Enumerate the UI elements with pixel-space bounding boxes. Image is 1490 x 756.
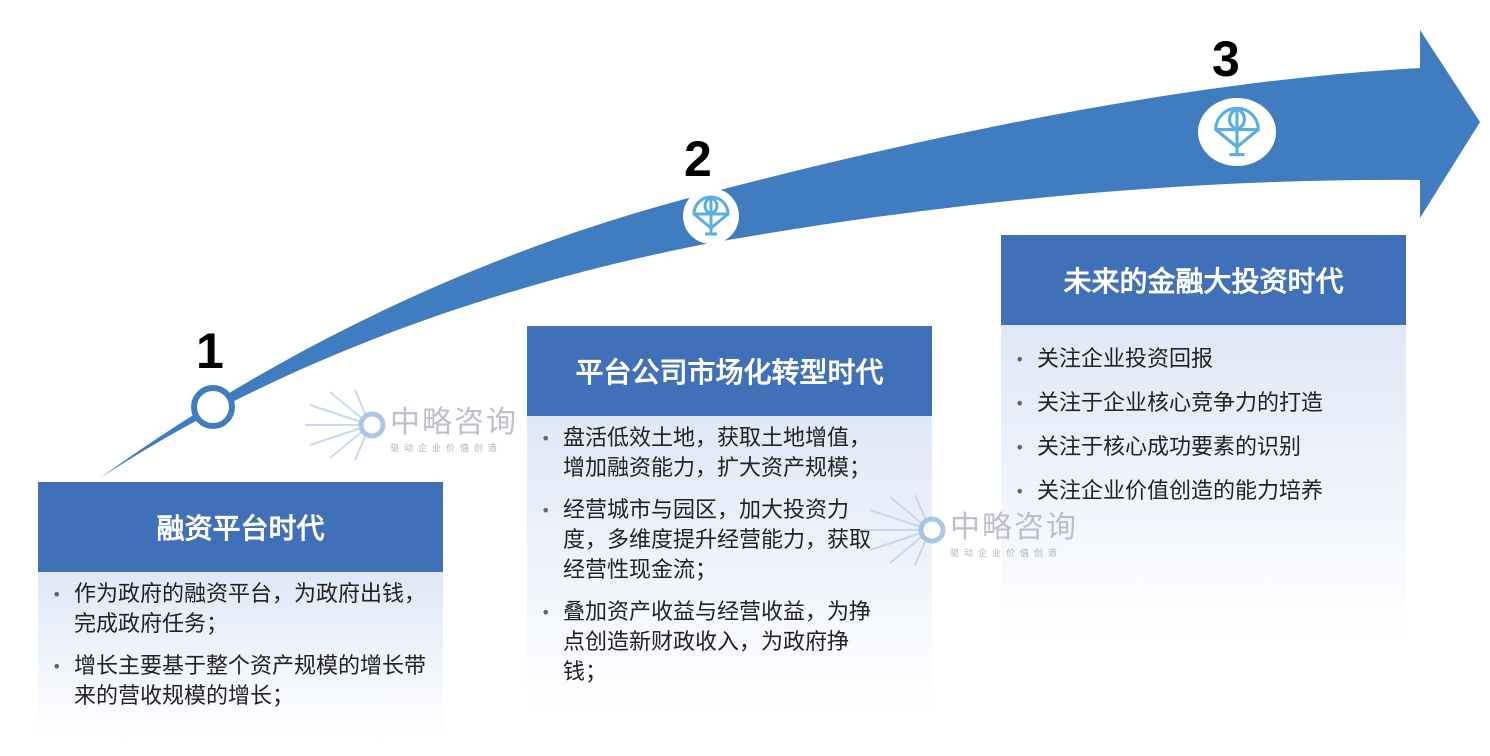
- bullet-item: 作为政府的融资平台，为政府出钱，完成政府任务；: [48, 580, 437, 640]
- bullet-item: 叠加资产收益与经营收益，为挣点创造新财政收入，为政府挣钱；: [537, 598, 926, 688]
- milestone-1-marker: [191, 385, 235, 429]
- bullet-item: 盘活低效土地，获取土地增值，增加融资能力，扩大资产规模；: [537, 424, 926, 484]
- watermark-logo: 中略咨询驱动企业价值创造: [860, 495, 1078, 565]
- watermark-slogan: 驱动企业价值创造: [950, 548, 1063, 559]
- stage-1-card: 融资平台时代 作为政府的融资平台，为政府出钱，完成政府任务； 增长主要基于整个资…: [38, 482, 443, 740]
- watermark-logo: 中略咨询驱动企业价值创造: [300, 390, 518, 460]
- milestone-number-2: 2: [684, 131, 712, 187]
- stage-3-card: 未来的金融大投资时代 关注企业投资回报 关注于企业核心竞争力的打造 关注于核心成…: [1001, 235, 1406, 645]
- stage-title: 融资平台时代: [38, 482, 443, 572]
- parachute-icon: [683, 188, 739, 244]
- parachute-icon: [1198, 98, 1276, 166]
- bullet-item: 关注于企业核心竞争力的打造: [1011, 389, 1400, 419]
- watermark-slogan: 驱动企业价值创造: [390, 443, 503, 454]
- bullet-item: 增长主要基于整个资产规模的增长带来的营收规模的增长；: [48, 652, 437, 712]
- milestone-number-1: 1: [196, 323, 224, 379]
- bullet-item: 经营城市与园区，加大投资力度，多维度提升经营能力，获取经营性现金流；: [537, 496, 926, 586]
- milestone-number-3: 3: [1212, 31, 1240, 87]
- stage-title: 平台公司市场化转型时代: [527, 326, 932, 416]
- watermark-name: 中略咨询: [390, 404, 518, 440]
- watermark-name: 中略咨询: [950, 509, 1078, 545]
- bullet-item: 关注企业价值创造的能力培养: [1011, 477, 1400, 507]
- bullet-item: 关注于核心成功要素的识别: [1011, 433, 1400, 463]
- bullet-item: 关注企业投资回报: [1011, 345, 1400, 375]
- stage-2-card: 平台公司市场化转型时代 盘活低效土地，获取土地增值，增加融资能力，扩大资产规模；…: [527, 326, 932, 714]
- stage-title: 未来的金融大投资时代: [1001, 235, 1406, 325]
